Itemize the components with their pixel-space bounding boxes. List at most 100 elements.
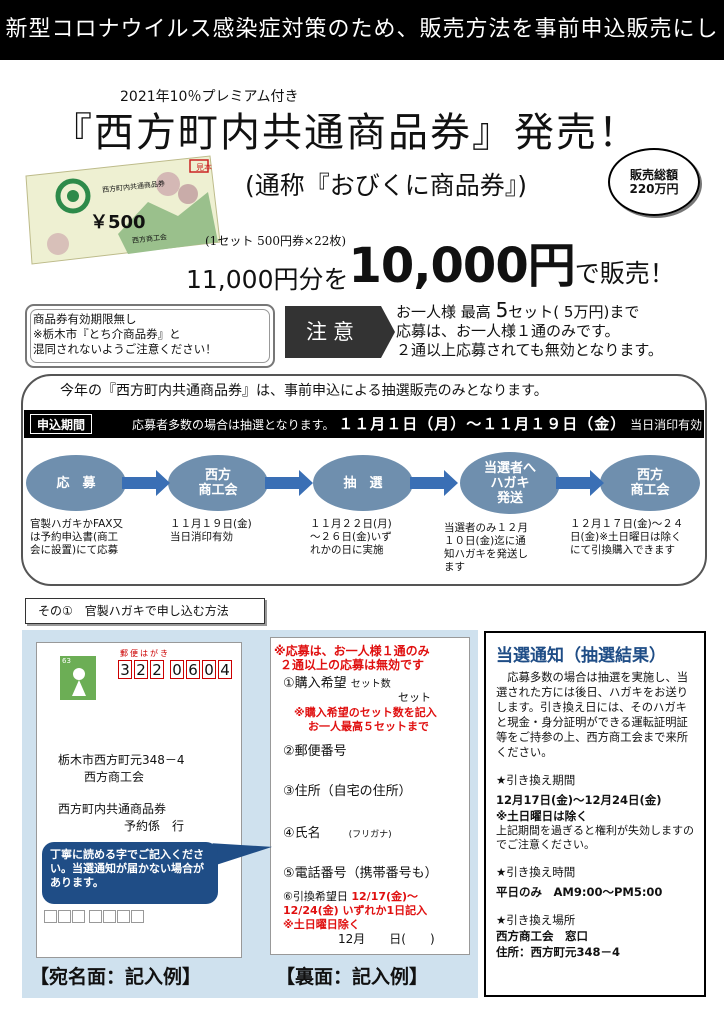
step-desc-lottery: １１月２２日(月) 〜２６日(金)いず れかの日に実施 (310, 518, 392, 557)
validity-line3: 混同されないようご注意ください！ (33, 342, 217, 356)
top-banner: 新型コロナウイルス感染症対策のため、販売方法を事前申込販売にします (0, 0, 724, 102)
method-tab: その① 官製ハガキで申し込む方法 (25, 598, 265, 624)
sales-total-badge: 販売総額 220万円 (608, 148, 700, 216)
sender-zip-box (72, 910, 85, 923)
step-desc-apply: 官製ハガキかFAX又 は予約申込書(商工 会に設置)にて応募 (30, 518, 123, 557)
caution-line2: 応募は、お一人様１通のみです。 (396, 322, 620, 340)
back-note1: ※購入希望のセット数を記入 (294, 706, 437, 719)
voucher-stamp: 見本 (196, 163, 212, 172)
speech-bubble: 丁寧に読める字でご記入ください。当選通知が届かない場合があります。 (42, 842, 218, 904)
step-desc-chamber-exchange: １２月１７日(金)〜２４ 日(金)※土日曜日は除く にて引換購入できます (570, 518, 683, 557)
exchange-time-value: 平日のみ AM9:00〜PM5:00 (496, 885, 663, 899)
stamp-value: 63 (62, 657, 71, 665)
address-line4: 予約係 行 (124, 819, 185, 833)
arrow-right-icon (265, 470, 313, 496)
caution-text: お一人様 最高 5セット( 5万円)まで 応募は、お一人様１通のみです。 ２通以… (396, 298, 663, 360)
desc-line: 会に設置)にて応募 (30, 544, 119, 556)
address-line2: 西方商工会 (84, 770, 145, 784)
period-dates: １１月１日（月）〜１１月１９日（金） (338, 415, 627, 433)
step-desc-chamber-receive: １１月１９日(金) 当日消印有効 (170, 518, 252, 544)
item6-label: ⑥引換希望日 (283, 890, 348, 903)
address-line3: 西方町内共通商品券 (58, 802, 167, 816)
zip-digit: 6 (186, 660, 200, 679)
sender-zip-box (44, 910, 57, 923)
back-item5: ⑤電話番号（携帯番号も） (283, 866, 438, 881)
arrow-right-icon (410, 470, 458, 496)
caution-line3: ２通以上応募されても無効となります。 (396, 341, 663, 359)
sales-total-label: 販売総額 (629, 168, 678, 182)
back-item6-blank: 12月 日( ) (338, 932, 435, 946)
back-item2: ②郵便番号 (283, 744, 347, 759)
validity-line1: 商品券有効期限無し (33, 312, 137, 326)
item4-kana: (フリガナ) (348, 830, 392, 840)
step-label: ハガキ (490, 475, 530, 491)
desc-line: 官製ハガキかFAX又 (30, 518, 123, 530)
validity-line2: ※栃木市『とち介商品券』と (33, 327, 181, 341)
item1-unit: セット数 (350, 679, 391, 690)
back-warning1: ※応募は、お一人様１通のみ (274, 644, 430, 658)
desc-line: 知ハガキを発送し (444, 548, 528, 560)
voucher-amount: ￥500 (90, 212, 146, 233)
exchange-period-warning: 上記期間を過ぎると権利が失効しますのでご注意ください。 (496, 824, 694, 851)
subtitle: 2021年10％プレミアム付き (120, 89, 299, 105)
back-warning2: ２通以上の応募は無効です (280, 658, 425, 672)
stamp-figure-icon (72, 668, 86, 696)
desc-line: 当選者のみ１２月 (444, 522, 528, 534)
desc-line: れかの日に実施 (310, 544, 384, 556)
period-text: 応募者多数の場合は抽選となります。 １１月１日（月）〜１１月１９日（金） 当日消… (132, 410, 702, 439)
caution-arrow (381, 306, 395, 358)
step-apply: 応 募 (26, 455, 126, 511)
sender-zip-box (58, 910, 71, 923)
desc-line: １０日(金)迄に通 (444, 535, 526, 547)
zip-digit: 0 (170, 660, 184, 679)
address-line1: 栃木市西方町元348－4 (58, 753, 185, 767)
zip-digit: 4 (218, 660, 232, 679)
postage-stamp: 63 (60, 656, 96, 700)
step-label: 商工会 (198, 483, 238, 498)
application-period-bar: 申込期間 応募者多数の場合は抽選となります。 １１月１日（月）〜１１月１９日（金… (24, 410, 704, 438)
set-note: (1セット 500円券×22枚) (205, 234, 347, 248)
caution-line1c: セット( 5万円)まで (508, 303, 640, 321)
step-label: 発送 (496, 490, 523, 506)
back-item6-excl: ※土日曜日除く (283, 918, 360, 931)
caution-line1a: お一人様 最高 (396, 303, 491, 321)
exchange-time-heading: ★引き換え時間 (496, 865, 576, 879)
period-note: 応募者多数の場合は抽選となります。 (132, 418, 335, 432)
zip-code-boxes: 3 2 2 0 6 0 4 (118, 660, 232, 679)
back-label: 【裏面：記入例】 (276, 966, 429, 988)
desc-line: １１月１９日(金) (170, 518, 252, 530)
step-label: 商工会 (630, 483, 670, 498)
step-chamber-receive: 西方商工会 (168, 455, 268, 511)
item4-label: ④氏名 (283, 826, 321, 841)
front-label: 【宛名面：記入例】 (30, 966, 202, 988)
item1-label: ①購入希望 (283, 676, 347, 691)
sales-total-value: 220万円 (629, 182, 679, 196)
winning-notice: 当選通知（抽選結果） 応募多数の場合は抽選を実施し、当選された方には後日、ハガキ… (484, 631, 706, 997)
back-item6-range: 12/24(金) いずれか1日記入 (283, 904, 428, 917)
sender-zip-box (131, 910, 144, 923)
back-item3: ③住所（自宅の住所） (283, 784, 412, 799)
desc-line: １２月１７日(金)〜２４ (570, 518, 684, 530)
exchange-period-value: 12月17日(金)〜12月24日(金) (496, 793, 662, 807)
desc-line: は予約申込書(商工 (30, 531, 119, 543)
price-suffix: で販売！ (574, 259, 675, 288)
step-label: 西方 (636, 468, 663, 483)
step-notify: 当選者へハガキ発送 (460, 452, 560, 514)
postcard-heading: 郵便はがき (120, 649, 170, 658)
zip-digit: 3 (118, 660, 132, 679)
zip-digit: 2 (134, 660, 148, 679)
back-item6: ⑥引換希望日 12/17(金)〜 (283, 888, 418, 904)
desc-line: ます (444, 561, 465, 573)
exchange-place-value2: 住所：西方町元348－4 (496, 945, 621, 959)
back-item1-set: セット (398, 691, 431, 704)
exchange-place-heading: ★引き換え場所 (496, 913, 576, 927)
sender-zip-box (117, 910, 130, 923)
step-label: 抽 選 (343, 475, 383, 491)
caution-max-sets: 5 (495, 298, 509, 322)
process-panel (21, 374, 707, 586)
desc-line: １１月２２日(月) (310, 518, 392, 530)
voucher-image: 見本 ￥500 西方町内共通商品券 西方商工会 (18, 154, 223, 267)
back-item1: ①購入希望 セット数 (283, 672, 391, 691)
sender-zip-boxes (44, 910, 144, 923)
process-intro: 今年の『西方町内共通商品券』は、事前申込による抽選販売のみとなります。 (60, 383, 548, 399)
